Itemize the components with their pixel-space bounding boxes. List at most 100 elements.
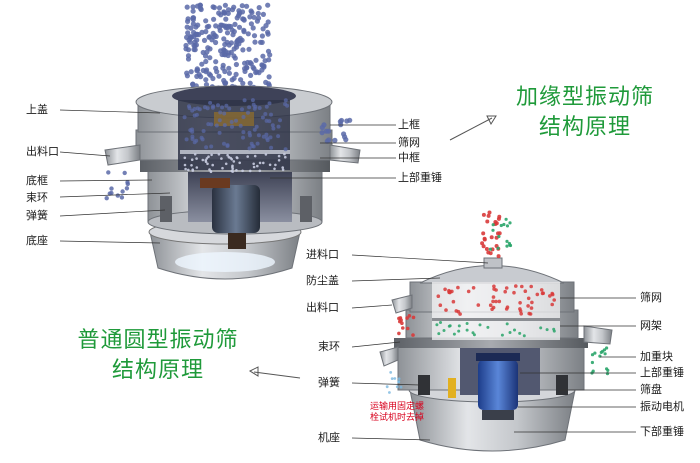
particle xyxy=(194,66,200,72)
particle xyxy=(276,124,281,129)
particle xyxy=(210,153,213,157)
particle xyxy=(203,77,209,83)
particle xyxy=(250,98,255,103)
particle xyxy=(188,25,194,31)
bottom-outlet-upper xyxy=(391,294,413,314)
particle xyxy=(255,164,259,168)
particle xyxy=(226,153,229,157)
particle xyxy=(278,118,282,123)
particle xyxy=(253,104,258,109)
particle xyxy=(513,328,516,332)
particle xyxy=(262,161,265,165)
particle xyxy=(231,164,234,168)
particle xyxy=(247,80,253,86)
particle xyxy=(240,107,244,112)
particle xyxy=(252,39,258,45)
bottom-discharge-particles xyxy=(385,314,610,394)
particle xyxy=(411,333,415,337)
particle xyxy=(248,21,254,27)
particle xyxy=(205,45,211,51)
particle xyxy=(497,231,502,236)
particle xyxy=(199,135,204,140)
particle xyxy=(222,123,227,128)
particle xyxy=(182,115,187,120)
label-bottom-dust-cover: 防尘盖 xyxy=(306,274,339,287)
particle xyxy=(194,112,199,117)
particle xyxy=(109,186,114,191)
particle xyxy=(225,10,231,16)
bottom-machine xyxy=(351,210,636,452)
particle xyxy=(520,284,524,289)
particle xyxy=(439,321,442,324)
particle xyxy=(255,10,261,17)
particle xyxy=(491,295,496,299)
particle xyxy=(187,168,190,172)
particle xyxy=(203,18,209,24)
particle xyxy=(550,302,554,307)
label-top-base: 底座 xyxy=(26,234,48,247)
particle xyxy=(246,155,249,158)
particle xyxy=(264,153,268,156)
particle xyxy=(397,377,401,381)
particle xyxy=(254,18,260,24)
particle xyxy=(456,285,460,290)
particle xyxy=(283,98,288,103)
particle xyxy=(207,155,210,158)
label-top-upper-weight: 上部重锤 xyxy=(398,171,442,184)
particle xyxy=(222,111,227,116)
particle xyxy=(258,39,264,45)
particle xyxy=(247,14,253,20)
label-bottom-screen: 筛网 xyxy=(640,291,662,304)
particle xyxy=(269,112,273,117)
particle xyxy=(277,154,281,158)
particle xyxy=(242,98,247,103)
particle xyxy=(248,133,252,138)
particle xyxy=(465,322,469,325)
particle xyxy=(496,246,500,250)
particle xyxy=(221,166,224,170)
title-bottom-line1: 普通圆型振动筛 xyxy=(77,328,239,353)
particle xyxy=(223,16,229,22)
particle xyxy=(226,70,232,76)
particle xyxy=(202,53,209,59)
particle xyxy=(216,24,222,31)
particle xyxy=(233,61,239,68)
particle xyxy=(247,146,252,151)
particle xyxy=(395,385,399,389)
particle xyxy=(211,4,217,11)
particle xyxy=(529,306,534,310)
particle xyxy=(486,325,490,329)
particle xyxy=(344,118,350,124)
particle xyxy=(218,48,224,54)
particle xyxy=(457,324,461,328)
particle xyxy=(221,36,227,42)
particle xyxy=(226,42,232,48)
particle xyxy=(185,18,191,24)
particle xyxy=(120,189,125,194)
particle xyxy=(203,58,209,65)
particle xyxy=(231,170,234,173)
particle xyxy=(115,193,121,198)
particle xyxy=(257,106,262,110)
particle xyxy=(223,80,229,86)
particle xyxy=(514,284,518,288)
particle xyxy=(209,144,214,149)
particle xyxy=(248,72,254,78)
particle xyxy=(494,221,499,226)
particle xyxy=(210,75,216,82)
particle xyxy=(476,303,481,307)
particle xyxy=(234,118,238,123)
particle xyxy=(238,161,241,165)
particle xyxy=(488,247,492,251)
particle xyxy=(201,37,208,44)
bottom-base xyxy=(409,389,576,452)
label-top-screen: 筛网 xyxy=(398,136,420,149)
particle xyxy=(494,299,498,304)
particle xyxy=(259,62,265,68)
particle xyxy=(338,117,345,124)
particle xyxy=(230,124,234,129)
particle xyxy=(217,153,221,156)
particle xyxy=(480,241,485,246)
particle xyxy=(241,130,246,135)
particle xyxy=(488,251,493,256)
